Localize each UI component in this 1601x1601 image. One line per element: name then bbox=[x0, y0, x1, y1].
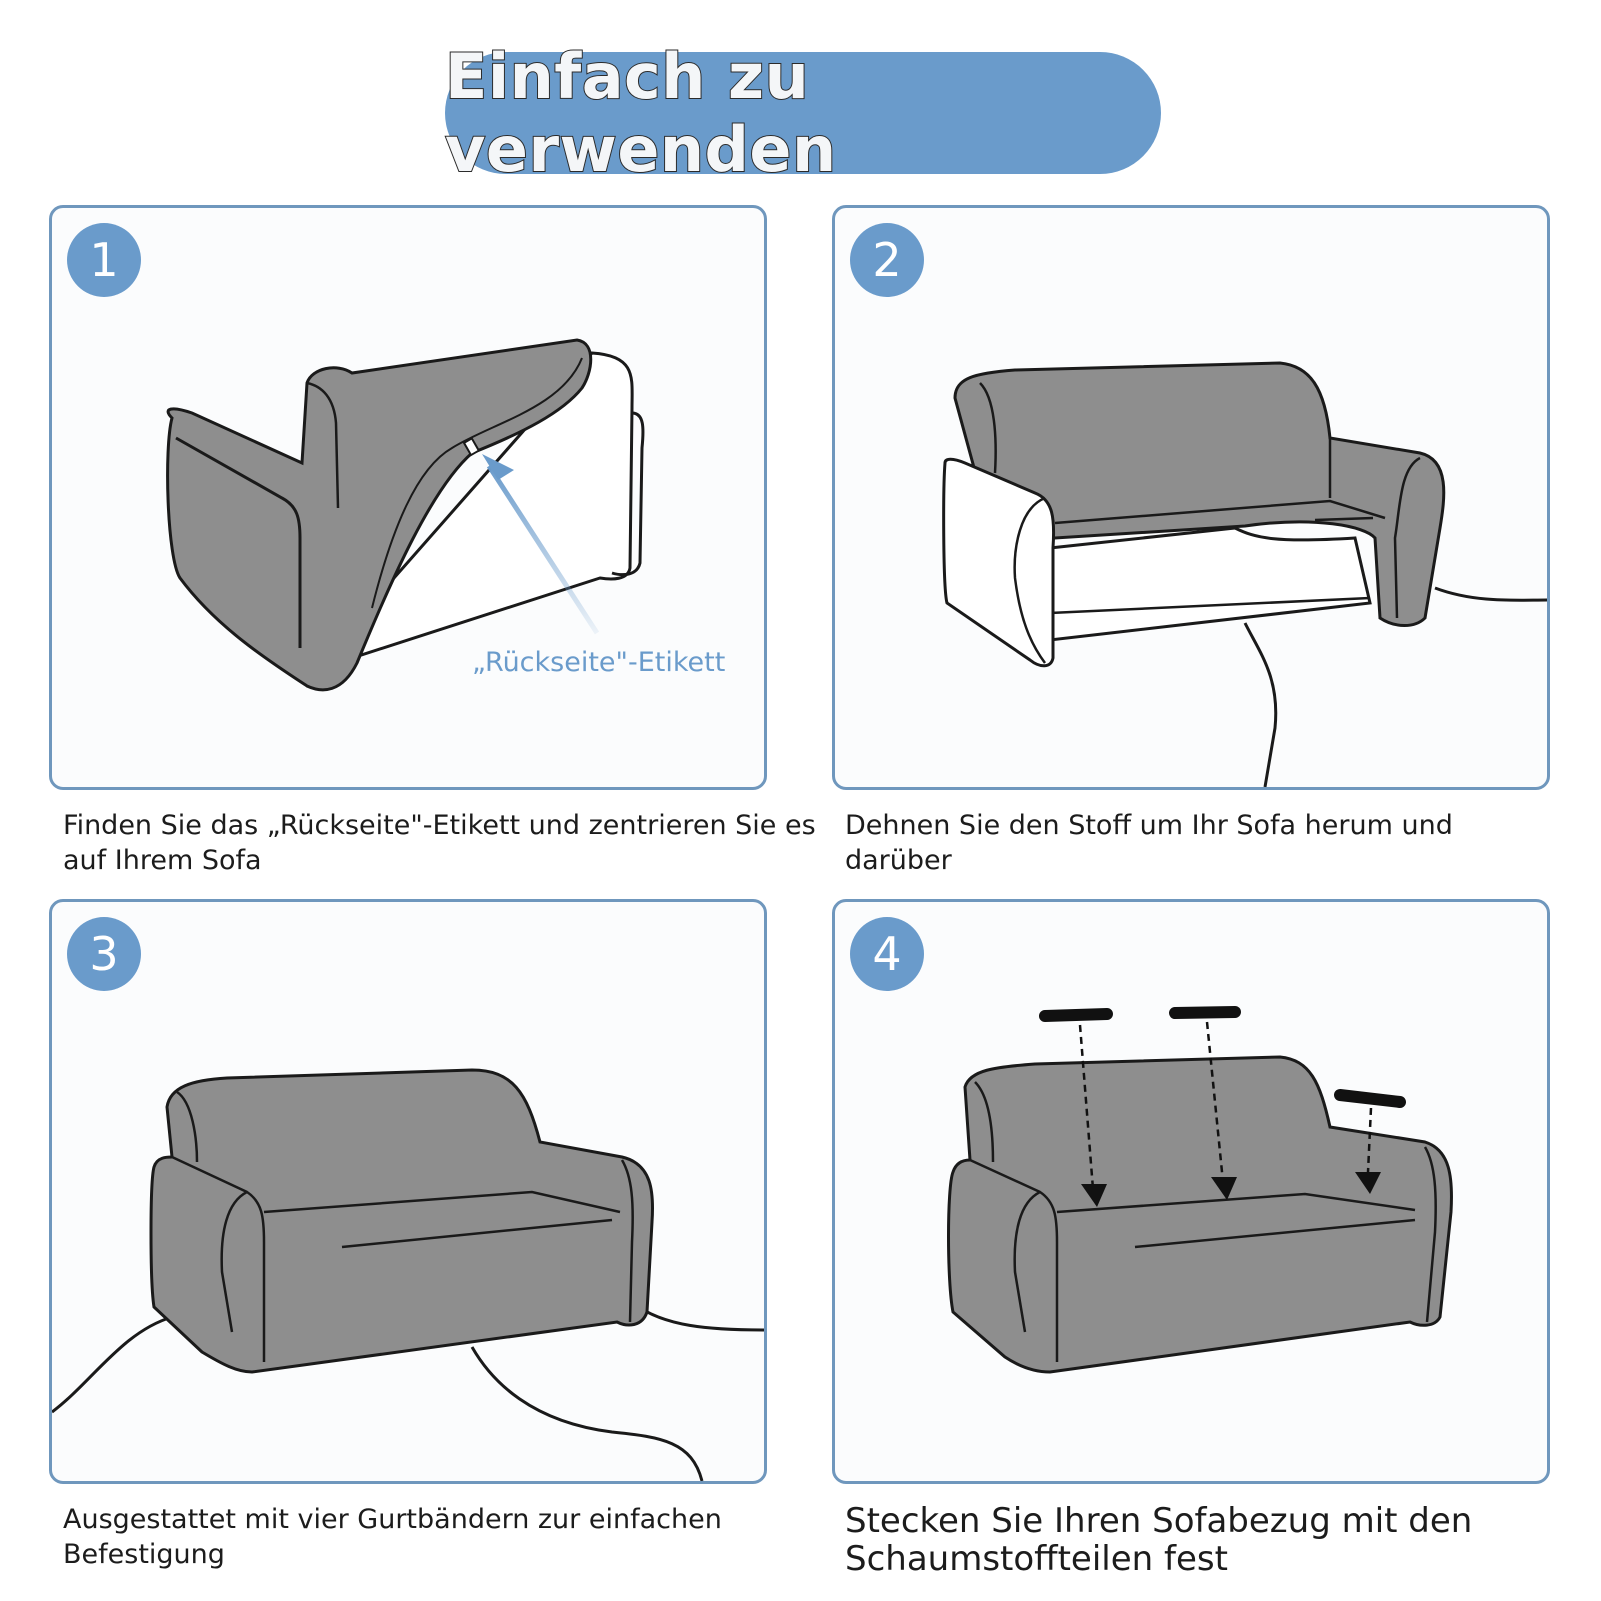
sofa-straps-illustration bbox=[52, 1068, 764, 1481]
sofa-cover-back-label-illustration: „Rückseite"-Etikett bbox=[166, 338, 725, 692]
step-3-badge: 3 bbox=[67, 917, 141, 991]
step-1-caption: Finden Sie das „Rückseite"-Etikett und z… bbox=[63, 810, 816, 876]
step-3-caption: Ausgestattet mit vier Gurtbändern zur ei… bbox=[63, 1504, 722, 1570]
sofa-foam-pieces-illustration bbox=[947, 1006, 1453, 1374]
step-4-caption: Stecken Sie Ihren Sofabezug mit den Scha… bbox=[845, 1501, 1473, 1579]
step-1-badge: 1 bbox=[67, 223, 141, 297]
sofa-stretch-cover-illustration bbox=[942, 361, 1547, 787]
title-banner: Einfach zu verwenden bbox=[444, 39, 1161, 187]
step-2-panel: 2 bbox=[832, 205, 1550, 790]
back-label-callout: „Rückseite"-Etikett bbox=[472, 647, 725, 678]
step-2-caption: Dehnen Sie den Stoff um Ihr Sofa herum u… bbox=[845, 810, 1453, 876]
step-3-panel: 3 bbox=[49, 899, 767, 1484]
step-1-panel: 1 „Rückseite"-Etikett bbox=[49, 205, 767, 790]
step-4-badge: 4 bbox=[850, 917, 924, 991]
step-4-panel: 4 bbox=[832, 899, 1550, 1484]
step-2-badge: 2 bbox=[850, 223, 924, 297]
page-title: Einfach zu verwenden bbox=[444, 39, 837, 187]
